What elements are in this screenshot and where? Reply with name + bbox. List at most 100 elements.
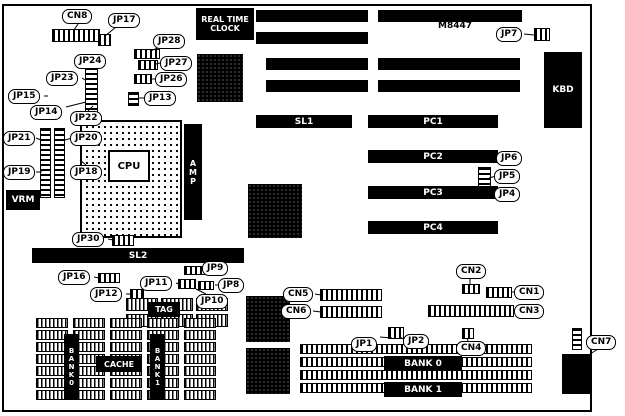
dip-chip — [184, 330, 216, 340]
dip-chip — [73, 318, 105, 328]
dip-chip — [184, 366, 216, 376]
callout-jp23: JP23 — [46, 71, 79, 86]
cache-bank0-label: BANK0 — [67, 347, 76, 387]
simm-bank1-label: BANK 1 — [404, 384, 442, 395]
jp1-jp2-header — [388, 327, 404, 339]
rtc-label-line2: CLOCK — [210, 24, 240, 33]
external-port-block — [562, 354, 590, 394]
vrm-label: VRM — [11, 195, 35, 205]
callout-jp12: JP12 — [90, 287, 123, 302]
callout-cn4: CN4 — [456, 341, 487, 356]
dip-chip — [184, 342, 216, 352]
cpu-label-box: CPU — [108, 150, 150, 182]
cn1-connector — [486, 287, 512, 298]
sl2-label: SL2 — [128, 250, 148, 261]
callout-jp11: JP11 — [140, 276, 173, 291]
slot-pc4: PC4 — [368, 221, 498, 234]
dip-chip — [184, 354, 216, 364]
cn3-connector — [428, 305, 514, 317]
callout-cn3: CN3 — [514, 304, 545, 319]
board-model-text: M8447 — [438, 21, 473, 31]
pc4-label: PC4 — [423, 222, 443, 233]
slot-pc2: PC2 — [368, 150, 498, 163]
callout-jp9: JP9 — [202, 261, 229, 276]
callout-cn6: CN6 — [281, 304, 312, 319]
chipset-chip — [248, 184, 302, 238]
power-connector-2 — [54, 128, 65, 198]
controller-chip-1 — [246, 296, 290, 342]
callout-jp7: JP7 — [496, 27, 523, 42]
callout-cn2: CN2 — [456, 264, 487, 279]
top-bar-5 — [378, 58, 520, 70]
tag-label-box: TAG — [148, 302, 180, 317]
callout-cn8: CN8 — [62, 9, 93, 24]
callout-jp13: JP13 — [144, 91, 177, 106]
amp-chip: AMP — [184, 124, 202, 220]
cn2-connector — [462, 284, 480, 294]
callout-jp6: JP6 — [496, 151, 523, 166]
dip-chip — [184, 378, 216, 388]
slot-sl2: SL2 — [32, 248, 244, 263]
callout-jp8: JP8 — [218, 278, 245, 293]
power-connector-1 — [40, 128, 51, 198]
jp17-jumper — [98, 34, 111, 46]
slot-pc1: PC1 — [368, 115, 498, 128]
callout-jp15: JP15 — [8, 89, 41, 104]
top-bar-3 — [256, 32, 368, 44]
pc3-label: PC3 — [423, 187, 443, 198]
callout-jp10: JP10 — [196, 294, 229, 309]
cn4-connector — [462, 328, 474, 339]
cn5-connector — [320, 289, 382, 301]
callout-jp28: JP28 — [153, 34, 186, 49]
pc1-label: PC1 — [423, 116, 443, 127]
callout-jp19: JP19 — [3, 165, 36, 180]
jp28-jumper — [134, 49, 160, 59]
callout-jp27: JP27 — [160, 56, 193, 71]
simm-bank1-label-box: BANK 1 — [384, 382, 462, 397]
dip-chip — [110, 390, 142, 400]
real-time-clock-chip: REAL TIME CLOCK — [196, 8, 254, 40]
simm-slot-3 — [300, 370, 532, 380]
tag-label: TAG — [155, 305, 173, 314]
callout-jp30: JP30 — [72, 232, 105, 247]
dip-chip — [147, 318, 179, 328]
cn7-header — [572, 328, 582, 350]
dip-chip — [184, 318, 216, 328]
amp-label: AMP — [188, 158, 198, 186]
cache-bank1-label: BANK1 — [153, 347, 162, 387]
callout-jp16: JP16 — [58, 270, 91, 285]
top-bar-6 — [266, 80, 368, 92]
cache-label-box: CACHE — [96, 356, 142, 372]
left-pin-header — [85, 62, 98, 118]
callout-cn7: CN7 — [586, 335, 617, 350]
jp7-jumper — [534, 28, 550, 41]
jp30-jumper — [112, 235, 134, 246]
jp11-jumper — [178, 279, 196, 289]
dip-chip — [110, 330, 142, 340]
vrm-module: VRM — [6, 190, 40, 210]
callout-jp22: JP22 — [70, 111, 103, 126]
rtc-label-line1: REAL TIME — [201, 15, 249, 24]
cache-label: CACHE — [103, 359, 135, 369]
kbd-label: KBD — [552, 85, 574, 95]
jp8-jumper — [198, 281, 214, 290]
top-bar-1 — [256, 10, 368, 22]
cache-bank1-label-box: BANK1 — [150, 334, 165, 400]
dip-chip — [36, 318, 68, 328]
top-bar-4 — [266, 58, 368, 70]
callout-cn5: CN5 — [283, 287, 314, 302]
io-chip — [197, 54, 243, 102]
jp13-jumper — [128, 92, 139, 106]
simm-bank0-label: BANK 0 — [404, 358, 442, 369]
dip-chip — [110, 342, 142, 352]
jp27-jumper — [138, 60, 158, 70]
callout-jp21: JP21 — [3, 131, 36, 146]
callout-jp20: JP20 — [70, 131, 103, 146]
sl1-label: SL1 — [294, 116, 314, 127]
callout-jp18: JP18 — [70, 165, 103, 180]
cache-bank0-label-box: BANK0 — [64, 334, 79, 400]
controller-chip-2 — [246, 348, 290, 394]
callout-jp4: JP4 — [494, 187, 521, 202]
dip-chip — [110, 318, 142, 328]
callout-jp2: JP2 — [403, 334, 430, 349]
